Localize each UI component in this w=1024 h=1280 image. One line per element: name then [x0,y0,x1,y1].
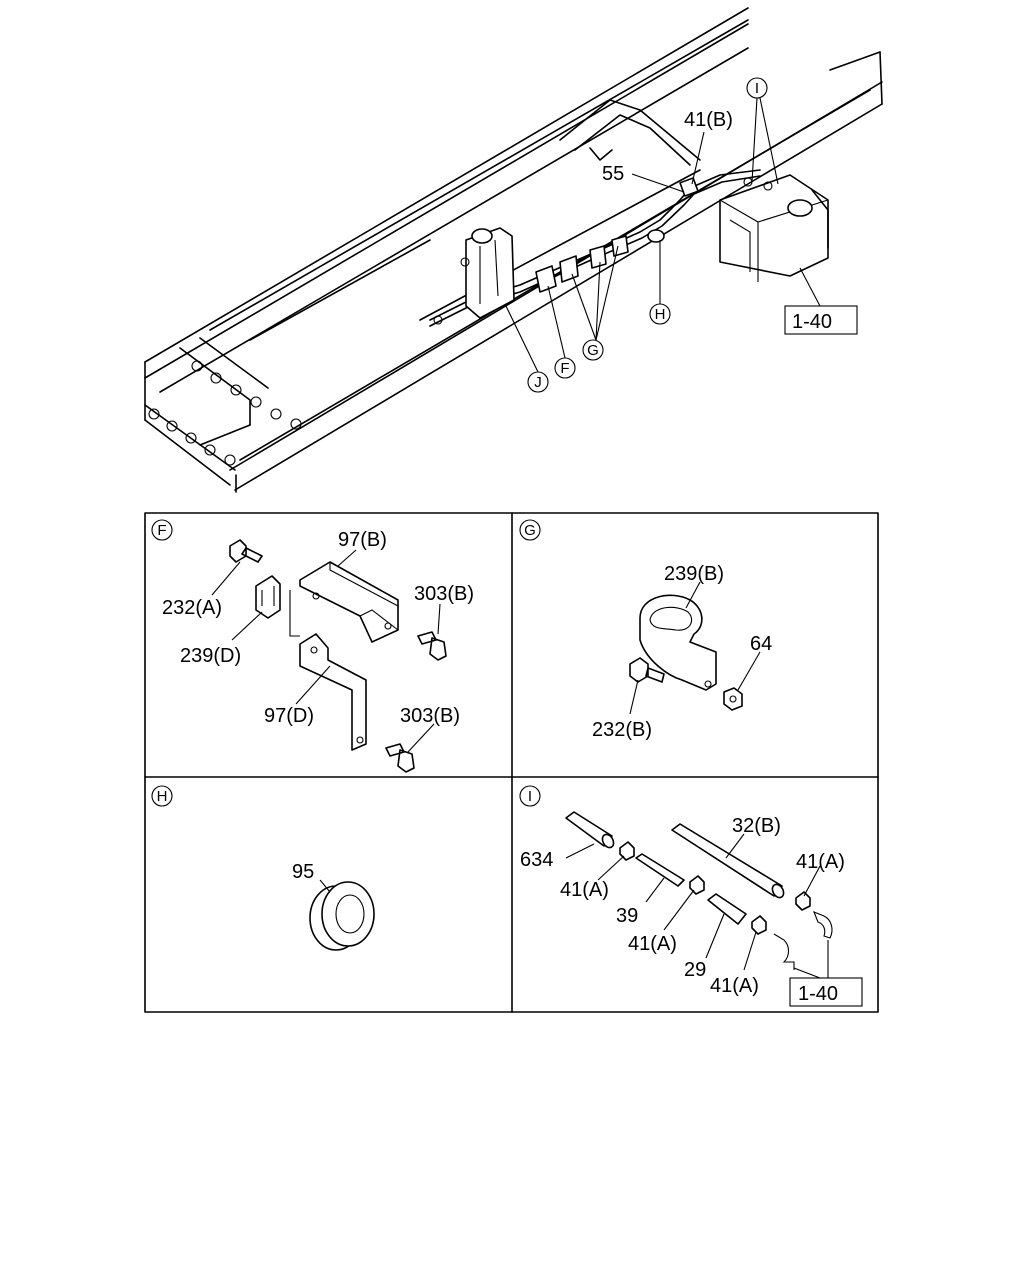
main-leaders [504,97,821,373]
hose-634 [565,811,613,847]
fuel-tank [719,174,829,282]
panel-f: F 97(B) 232(A) 303(B) 239(D [151,519,474,773]
bolt-232a [229,539,263,563]
grommet-95 [309,881,375,951]
label-303b-top: 303(B) [414,583,474,605]
hose-29 [707,893,747,925]
svg-text:I: I [755,80,759,97]
label-95: 95 [292,861,314,883]
line-clamp [679,177,699,197]
panel-i: I 634 32(B) [519,785,863,1007]
svg-text:H: H [655,306,666,323]
svg-text:F: F [560,360,569,377]
label-41b: 41(B) [684,109,733,131]
nut-64 [723,687,743,711]
label-29: 29 [684,959,706,981]
label-41a-4: 41(A) [710,975,759,997]
label-634: 634 [520,849,553,871]
label-232b: 232(B) [592,719,652,741]
svg-text:F: F [157,522,166,539]
panel-h-callout: H [151,785,173,807]
panel-g-callout: G [519,519,541,541]
label-32b: 32(B) [732,815,781,837]
clamp-41a-2 [689,875,705,895]
detail-panels-grid [144,512,879,1013]
pipe-39 [635,853,685,887]
label-232a: 232(A) [162,597,222,619]
label-39: 39 [616,905,638,927]
callout-i: I [746,77,768,99]
bracket-97b [299,561,399,643]
label-239b: 239(B) [664,563,724,585]
panel-h: H 95 [151,785,375,951]
svg-text:G: G [587,342,599,359]
label-64: 64 [750,633,772,655]
label-303b-bottom: 303(B) [400,705,460,727]
callout-f: F [554,357,576,379]
svg-text:H: H [157,788,168,805]
line-brackets [535,235,629,293]
ref-box-main-text: 1-40 [792,311,832,333]
ref-box-panel-i [789,977,863,1007]
callout-h: H [649,303,671,325]
clamp-41a-3 [751,915,767,935]
svg-text:I: I [528,788,532,805]
clip-239d [255,575,281,619]
label-41a-3: 41(A) [628,933,677,955]
pipe-32b [671,823,783,897]
label-41a-1: 41(A) [796,851,845,873]
svg-text:J: J [534,374,542,391]
label-239d: 239(D) [180,645,241,667]
clamp-41a-1 [619,841,635,861]
callout-g: G [582,339,604,361]
panel-i-callout: I [519,785,541,807]
label-97b: 97(B) [338,529,387,551]
bolt-303b-bottom [385,743,415,773]
line-grommet [647,229,665,243]
bolt-303b-top [417,631,447,661]
label-41a-2: 41(A) [560,879,609,901]
callout-j: J [527,371,549,393]
label-55: 55 [602,163,624,185]
bolt-232b [629,657,665,683]
bracket-97d [299,633,367,751]
fuel-filter-assembly [433,227,515,325]
panel-g: G 239(B) 64 232(B) [519,519,772,741]
ref-box-main [784,305,858,335]
svg-text:G: G [524,522,536,539]
panel-f-callout: F [151,519,173,541]
clip-239b [639,594,717,691]
clamp-41a-4 [795,891,811,911]
ref-box-panel-i-text: 1-40 [798,983,838,1005]
label-97d: 97(D) [264,705,314,727]
